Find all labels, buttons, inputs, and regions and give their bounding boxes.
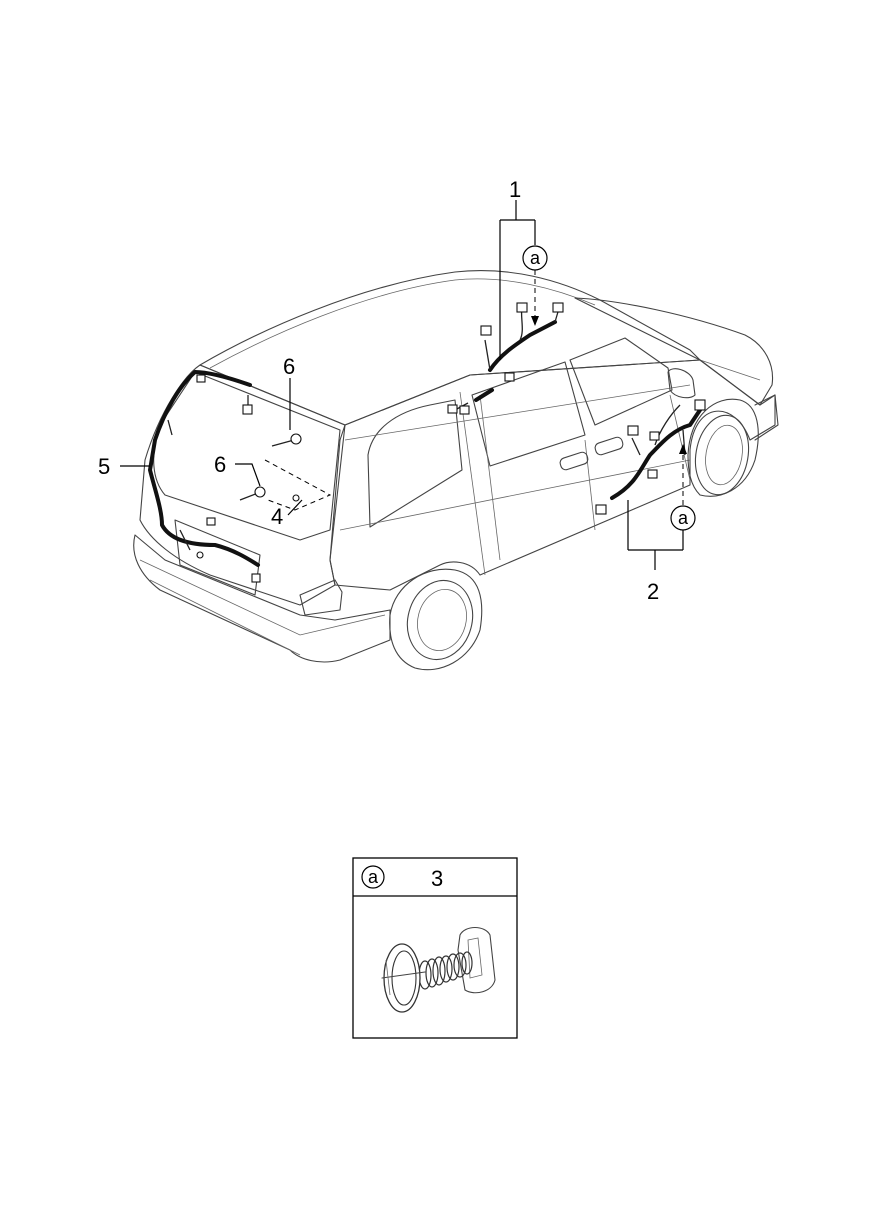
callout-3: 3: [431, 866, 443, 891]
harness-5: [148, 370, 261, 583]
rear-wheel: [389, 568, 483, 671]
callout-5: 5: [98, 454, 110, 479]
bolt-6-upper: [271, 433, 302, 447]
side-window-sliding: [471, 361, 586, 467]
van-illustration: [133, 270, 779, 671]
reference-marker-upper: a: [522, 245, 548, 271]
front-wheel: [687, 398, 759, 497]
grommet-part-3: [381, 926, 496, 1013]
grommet-4: [292, 494, 300, 502]
side-mirror: [667, 368, 696, 399]
install-guide-line: [264, 459, 332, 511]
van-hood: [574, 297, 774, 406]
detail-box: a 3: [352, 857, 518, 1039]
callout-6-lower: 6: [214, 452, 226, 477]
tail-lamp: [299, 579, 343, 616]
leader-lines: [120, 200, 687, 570]
svg-text:a: a: [368, 867, 379, 887]
harness-1: [447, 302, 564, 415]
callout-6-upper: 6: [283, 354, 295, 379]
van-roof: [199, 270, 701, 426]
rear-glass: [153, 371, 341, 541]
license-plate-recess: [174, 519, 261, 596]
detail-reference-marker: a: [361, 865, 385, 889]
svg-text:a: a: [530, 248, 541, 268]
side-window-front: [569, 337, 673, 426]
callout-2: 2: [647, 579, 659, 604]
van-side: [329, 359, 776, 591]
reference-marker-lower: a: [670, 505, 696, 531]
svg-text:a: a: [678, 508, 689, 528]
side-window-rear: [367, 399, 463, 528]
callout-4: 4: [271, 504, 283, 529]
callout-1: 1: [509, 177, 521, 202]
bolt-6-lower: [239, 486, 266, 501]
